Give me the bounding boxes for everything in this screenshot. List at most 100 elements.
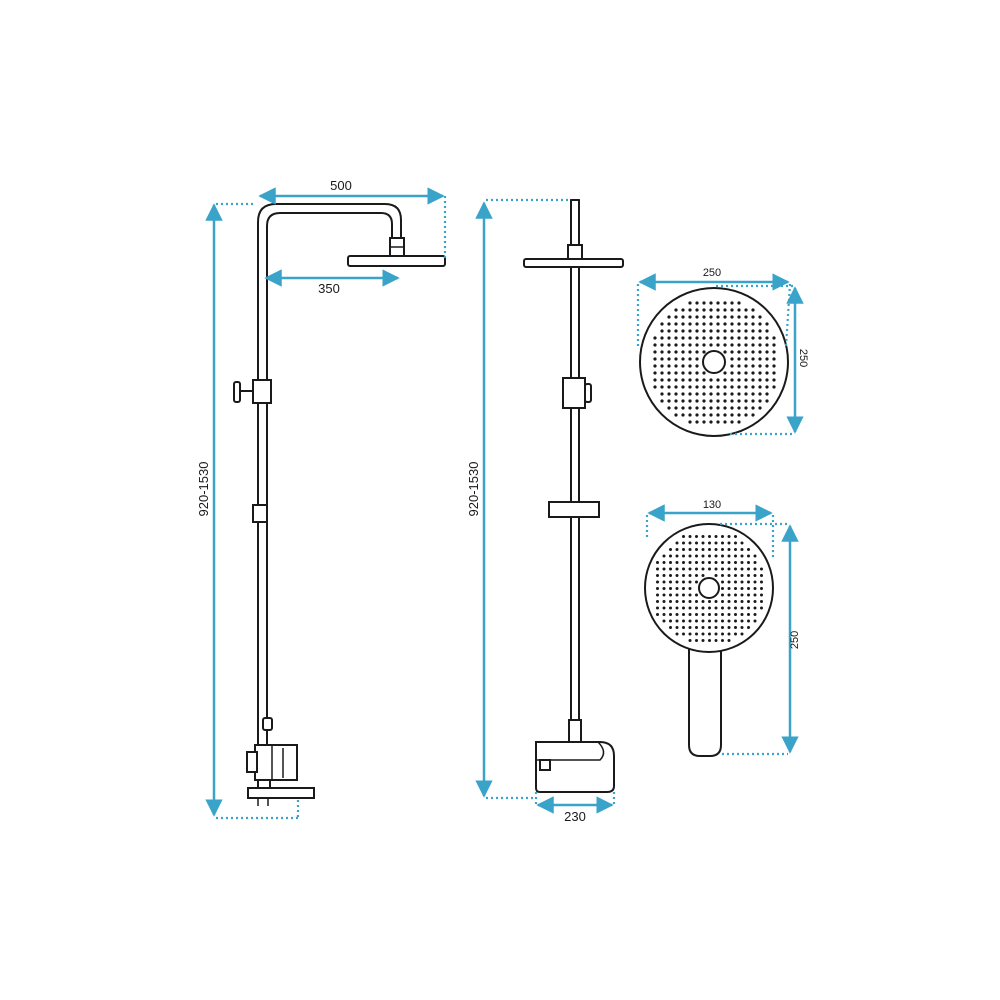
nozzle-hole — [740, 574, 744, 577]
nozzle-hole — [716, 322, 720, 326]
hand-shower-dimensions: 130 250 — [645, 499, 801, 756]
nozzle-hole — [675, 613, 679, 616]
side-slider-bracket — [562, 377, 586, 409]
nozzle-hole — [751, 399, 755, 403]
nozzle-hole — [723, 336, 727, 340]
nozzle-hole — [716, 315, 720, 319]
nozzle-hole — [744, 406, 748, 410]
nozzle-hole — [747, 561, 750, 564]
nozzle-hole — [760, 593, 763, 597]
nozzle-hole — [714, 613, 718, 616]
nozzle-hole — [695, 639, 698, 642]
nozzle-hole — [723, 371, 727, 375]
nozzle-hole — [669, 606, 672, 610]
nozzle-hole — [709, 329, 713, 333]
nozzle-hole — [747, 554, 750, 558]
nozzle-hole — [753, 580, 757, 584]
nozzle-hole — [744, 343, 748, 347]
nozzle-hole — [682, 574, 685, 577]
nozzle-hole — [662, 613, 666, 616]
nozzle-hole — [758, 392, 762, 396]
nozzle-hole — [660, 350, 664, 354]
nozzle-hole — [727, 600, 731, 603]
nozzle-hole — [653, 371, 657, 375]
nozzle-hole — [765, 322, 769, 326]
nozzle-hole — [682, 600, 685, 603]
nozzle-hole — [723, 392, 727, 396]
nozzle-hole — [667, 343, 671, 347]
nozzle-hole — [753, 600, 757, 603]
nozzle-hole — [758, 336, 762, 340]
nozzle-hole — [744, 315, 748, 319]
head-shower-nozzles — [653, 301, 776, 424]
nozzle-hole — [701, 567, 705, 571]
nozzle-hole — [669, 580, 672, 584]
nozzle-hole — [716, 301, 720, 305]
nozzle-hole — [709, 315, 713, 319]
nozzle-hole — [681, 315, 685, 319]
nozzle-hole — [730, 315, 734, 319]
nozzle-hole — [734, 626, 737, 629]
nozzle-hole — [662, 606, 666, 610]
nozzle-hole — [682, 587, 685, 590]
nozzle-hole — [667, 371, 671, 375]
nozzle-hole — [688, 600, 692, 603]
nozzle-hole — [681, 343, 685, 347]
nozzle-hole — [701, 541, 705, 545]
nozzle-hole — [688, 626, 692, 629]
nozzle-hole — [695, 336, 699, 340]
nozzle-hole — [760, 574, 763, 577]
nozzle-hole — [682, 535, 685, 538]
nozzle-hole — [765, 371, 769, 375]
nozzle-hole — [653, 343, 657, 347]
nozzle-hole — [714, 632, 718, 636]
nozzle-hole — [667, 406, 671, 410]
nozzle-hole — [667, 322, 671, 326]
nozzle-hole — [682, 554, 685, 558]
nozzle-hole — [760, 606, 763, 610]
nozzle-hole — [714, 606, 718, 610]
nozzle-hole — [669, 600, 672, 603]
nozzle-hole — [695, 600, 698, 603]
nozzle-hole — [751, 364, 755, 368]
nozzle-hole — [740, 567, 744, 571]
nozzle-hole — [714, 600, 718, 603]
nozzle-hole — [682, 619, 685, 623]
nozzle-hole — [744, 392, 748, 396]
nozzle-hole — [709, 308, 713, 312]
nozzle-hole — [660, 343, 664, 347]
nozzle-hole — [681, 371, 685, 375]
nozzle-hole — [695, 613, 698, 616]
nozzle-hole — [660, 378, 664, 382]
nozzle-hole — [688, 336, 692, 340]
front-middle-clamp — [252, 504, 268, 523]
nozzle-hole — [758, 371, 762, 375]
nozzle-hole — [660, 364, 664, 368]
nozzle-hole — [653, 350, 657, 354]
nozzle-hole — [674, 413, 678, 417]
nozzle-hole — [740, 580, 744, 584]
front-dimensions: 500 350 920-1530 — [196, 178, 447, 820]
nozzle-hole — [730, 343, 734, 347]
nozzle-hole — [716, 343, 720, 347]
nozzle-hole — [701, 561, 705, 564]
nozzle-hole — [716, 392, 720, 396]
nozzle-hole — [740, 619, 744, 623]
nozzle-hole — [737, 392, 741, 396]
nozzle-hole — [695, 406, 699, 410]
nozzle-hole — [708, 567, 711, 571]
nozzle-hole — [714, 541, 718, 545]
nozzle-hole — [727, 548, 731, 551]
nozzle-hole — [744, 357, 748, 361]
nozzle-hole — [737, 343, 741, 347]
nozzle-hole — [737, 364, 741, 368]
nozzle-hole — [688, 392, 692, 396]
nozzle-hole — [723, 406, 727, 410]
nozzle-hole — [751, 343, 755, 347]
nozzle-hole — [695, 329, 699, 333]
nozzle-hole — [751, 371, 755, 375]
hand-length-label: 250 — [789, 631, 801, 649]
nozzle-hole — [730, 420, 734, 424]
nozzle-hole — [740, 548, 744, 551]
nozzle-hole — [688, 567, 692, 571]
